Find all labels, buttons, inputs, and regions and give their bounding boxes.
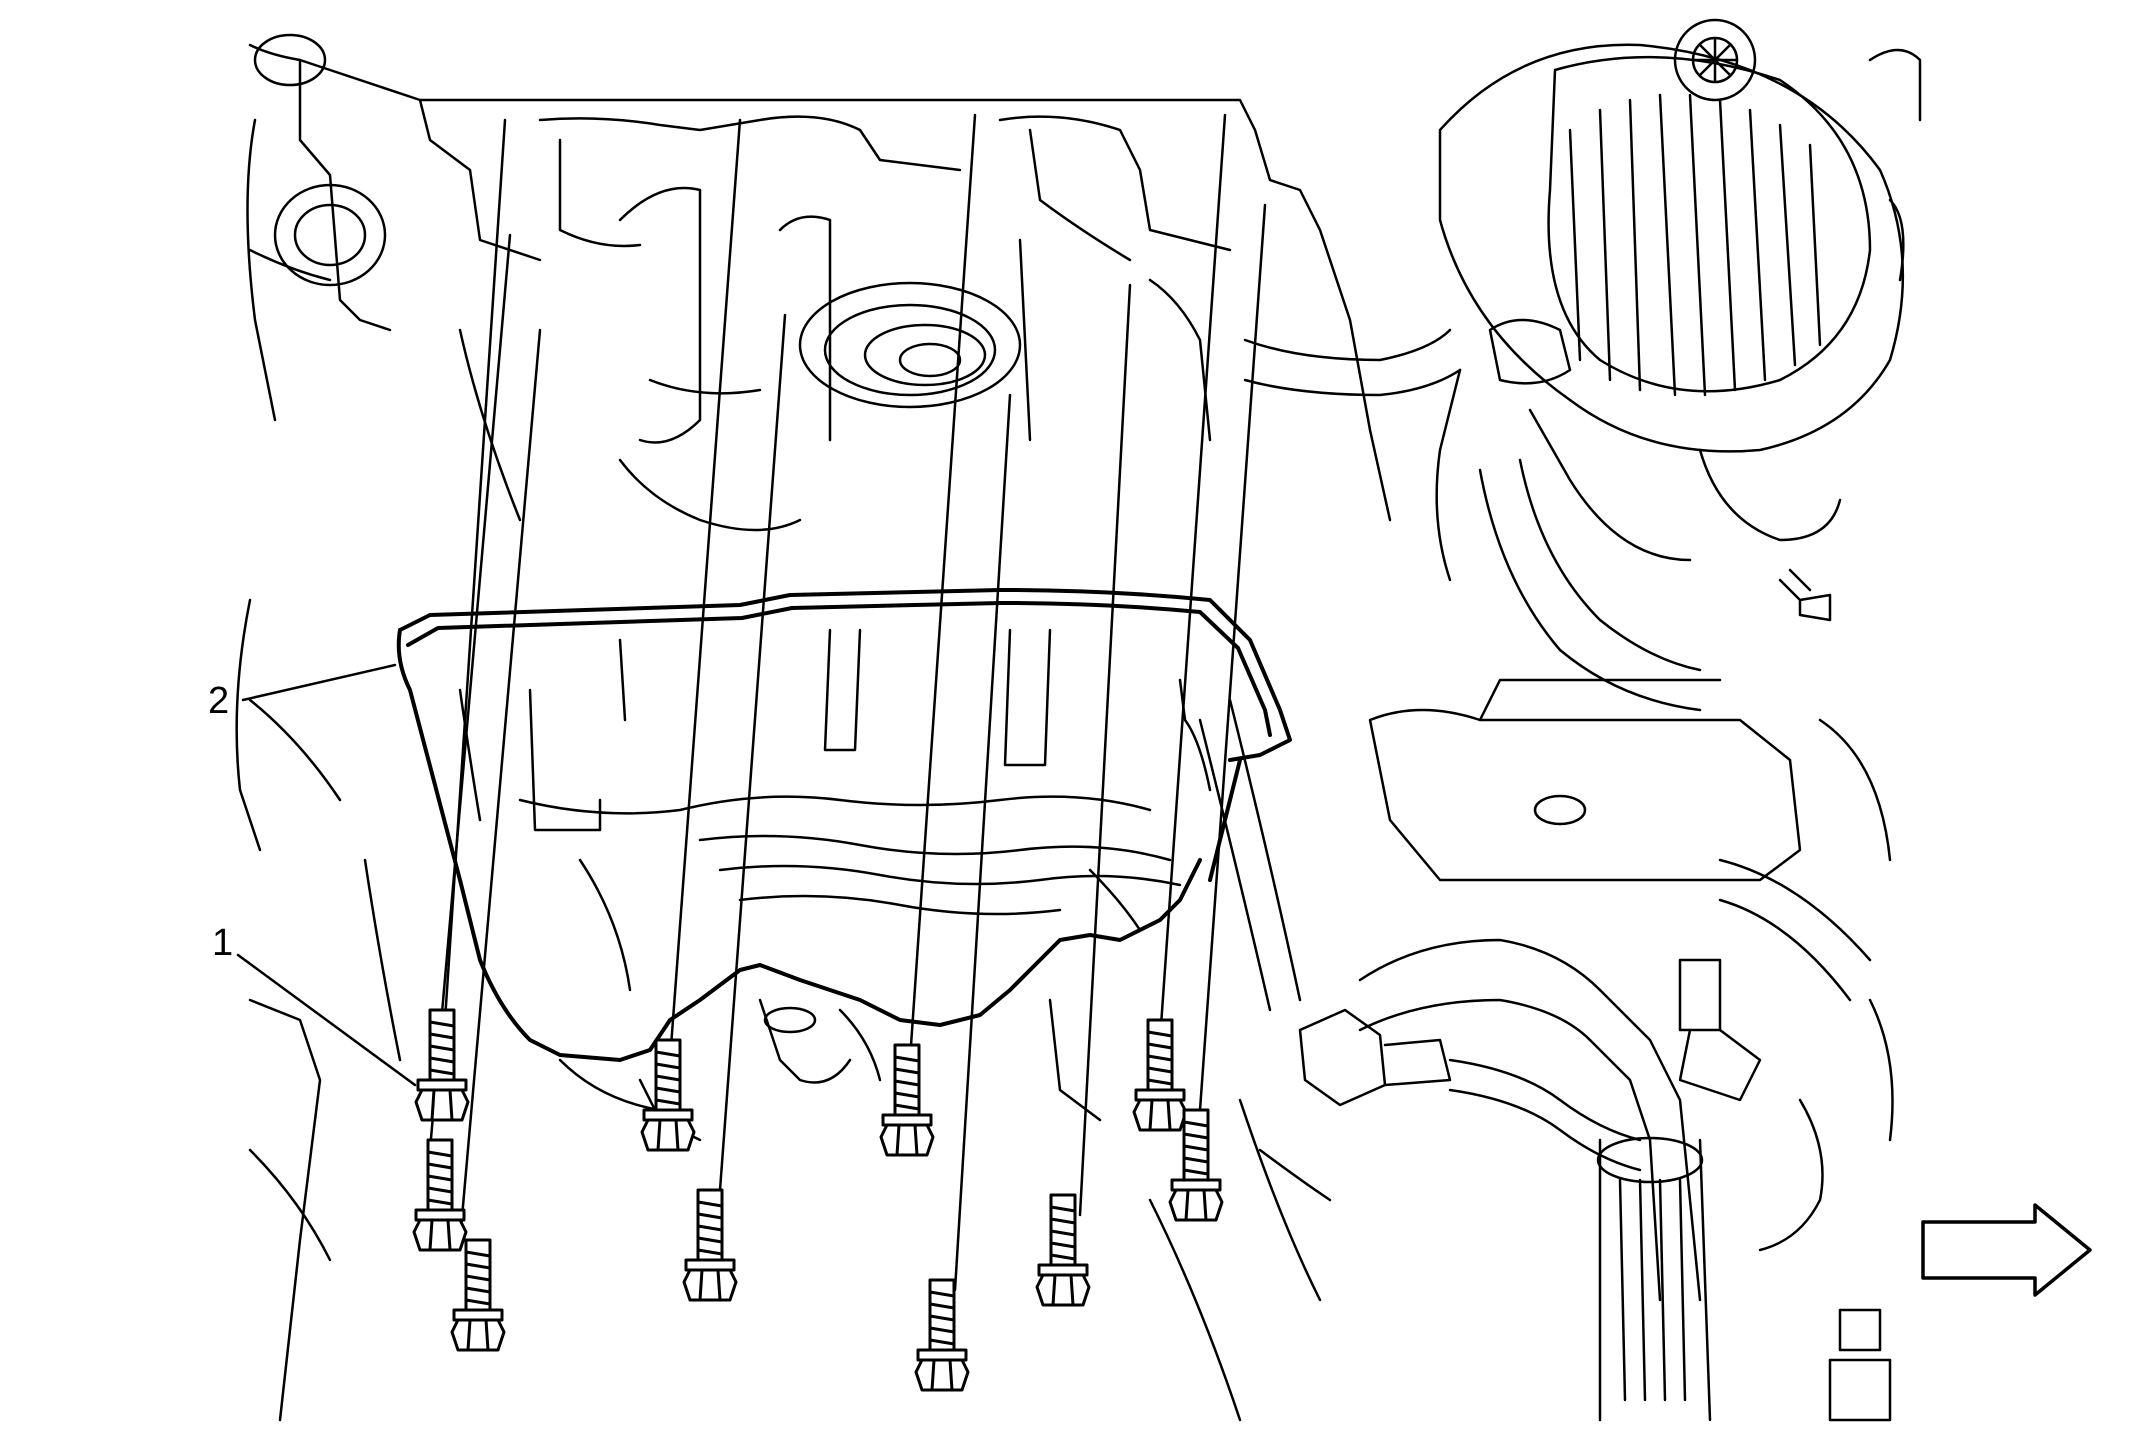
bolt [914,1278,970,1392]
callout-1: 1 [212,922,417,1087]
bolt-alignment-lines [428,113,1267,1292]
callout-2: 2 [208,663,397,722]
bolt [1132,1018,1188,1132]
right-arrow-icon [1921,1203,2092,1297]
oil-pan [396,588,1292,1062]
pan-bolts [412,1008,1224,1392]
bolt [412,1138,468,1252]
bolt [450,1238,506,1352]
bolt [682,1188,738,1302]
hoses-and-bracket [1148,328,1894,1422]
bolt [640,1038,696,1152]
callout-label-2: 2 [208,680,229,722]
alternator-assembly [1435,18,1922,622]
bolt [879,1043,935,1157]
bolt [414,1008,470,1122]
callout-label-1: 1 [212,922,233,964]
